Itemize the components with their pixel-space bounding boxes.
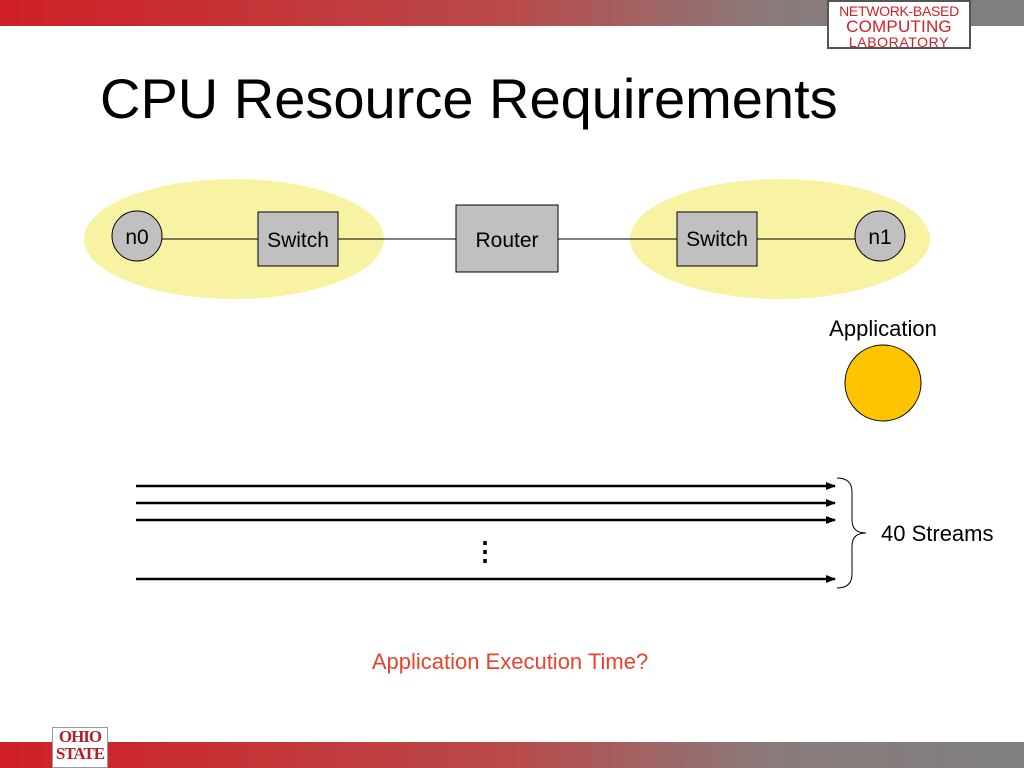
bottom-accent-bar xyxy=(0,742,1024,768)
node-n0 xyxy=(111,210,163,262)
lab-logo-line3: LABORATORY xyxy=(848,34,950,50)
router xyxy=(455,204,559,273)
stream-ellipsis: ⋮ xyxy=(472,536,498,566)
switch-left-label: Switch xyxy=(267,229,329,252)
ohio-state-logo-line2: STATE xyxy=(55,744,105,763)
lab-logo-line1: NETWORK-BASED xyxy=(839,3,959,19)
streams-label: 40 Streams xyxy=(881,521,994,546)
page-title: CPU Resource Requirements xyxy=(100,67,838,130)
ohio-state-logo-line1: OHIO xyxy=(58,727,102,746)
switch-right xyxy=(676,211,758,267)
switch-right-label: Switch xyxy=(686,228,748,251)
application-label: Application xyxy=(829,316,937,341)
application-circle xyxy=(844,344,922,422)
node-n1 xyxy=(854,210,906,262)
streams-brace xyxy=(836,477,867,589)
execution-time-question: Application Execution Time? xyxy=(372,649,648,674)
node-n1-label: n1 xyxy=(868,226,891,249)
switch-left xyxy=(257,211,339,267)
lab-logo: NETWORK-BASED COMPUTING LABORATORY xyxy=(827,0,971,49)
router-label: Router xyxy=(475,229,538,252)
ohio-state-logo: OHIO STATE xyxy=(52,727,108,768)
node-n0-label: n0 xyxy=(125,226,148,249)
lab-logo-line2: COMPUTING xyxy=(846,17,952,36)
